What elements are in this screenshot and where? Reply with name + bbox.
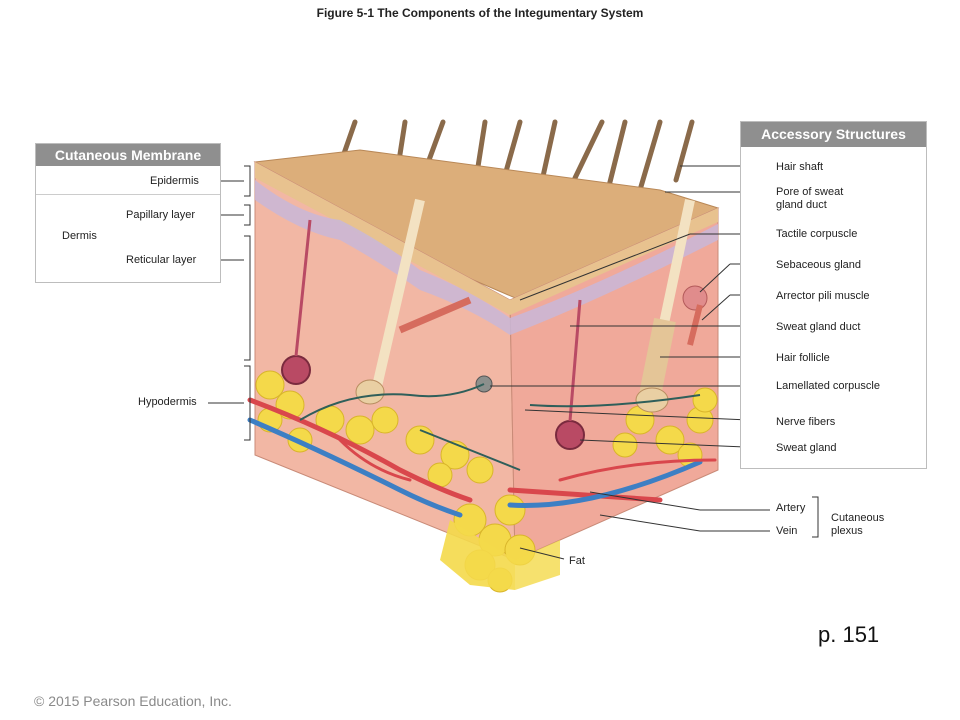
label-sebaceous-gland: Sebaceous gland (776, 259, 862, 271)
epidermis-right (510, 208, 718, 315)
label-hypodermis: Hypodermis (138, 396, 197, 408)
label-vein: Vein (776, 525, 798, 537)
label-hair-shaft: Hair shaft (776, 161, 824, 173)
figure-title: Figure 5-1 The Components of the Integum… (316, 6, 644, 20)
fat-lobules (255, 370, 718, 593)
epidermis-left (255, 162, 510, 315)
label-fat: Fat (569, 555, 585, 567)
label-epidermis: Epidermis (150, 175, 199, 187)
label-pore-sweat-gland-duct: Pore of sweat gland duct (776, 186, 844, 211)
accessory-structures-heading: Accessory Structures (741, 122, 926, 147)
cutaneous-membrane-heading: Cutaneous Membrane (36, 144, 220, 166)
label-arrector-pili-muscle: Arrector pili muscle (776, 290, 870, 302)
label-reticular-layer: Reticular layer (126, 254, 197, 266)
cutaneous-membrane-panel: Cutaneous Membrane (35, 143, 221, 283)
blood-vessels (247, 397, 717, 518)
papillary-layer (255, 180, 510, 335)
label-papillary-layer: Papillary layer (126, 209, 196, 221)
sweat-glands (281, 355, 585, 450)
label-tactile-corpuscle: Tactile corpuscle (776, 228, 858, 240)
label-lamellated-corpuscle: Lamellated corpuscle (776, 380, 880, 392)
accessory-structures-panel: Accessory Structures (740, 121, 927, 469)
page-number: p. 151 (818, 622, 880, 647)
label-artery: Artery (776, 502, 806, 514)
label-hair-follicle: Hair follicle (776, 352, 830, 364)
label-nerve-fibers: Nerve fibers (776, 416, 836, 428)
hair-follicles (355, 198, 695, 413)
label-sweat-gland: Sweat gland (776, 442, 837, 454)
label-dermis: Dermis (62, 230, 97, 242)
label-sweat-gland-duct: Sweat gland duct (776, 321, 861, 333)
copyright: © 2015 Pearson Education, Inc. (34, 693, 232, 709)
sebaceous-gland (682, 285, 708, 311)
nerve-fibers (299, 383, 701, 471)
label-cutaneous-plexus: Cutaneous plexus (831, 512, 885, 537)
arrector-pili (687, 304, 703, 346)
